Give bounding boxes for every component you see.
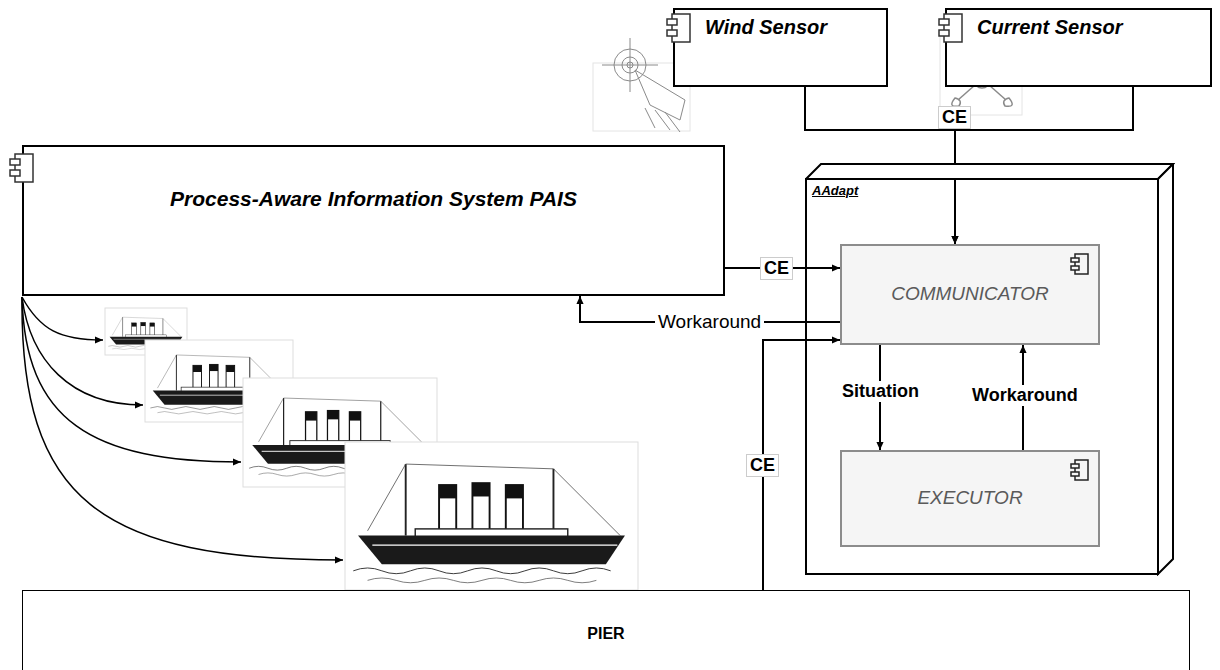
edge-label: Workaround <box>655 311 764 333</box>
node-label: Current Sensor <box>977 14 1123 40</box>
aadapt-box: AAdaptCOMMUNICATOR EXECUTOR <box>805 163 1175 576</box>
pais-box: Process-Aware Information System PAIS <box>22 145 725 296</box>
edge-label: Situation <box>839 381 922 402</box>
node-label: Process-Aware Information System PAIS <box>170 185 577 212</box>
component-symbol <box>666 13 694 43</box>
edge-label: CE <box>746 454 779 477</box>
node-label: PIER <box>587 624 624 645</box>
node-heading: AAdapt <box>812 183 858 200</box>
component-symbol <box>1070 253 1090 277</box>
component-symbol <box>9 153 37 183</box>
inner-box: COMMUNICATOR <box>840 244 1100 345</box>
node-label: COMMUNICATOR <box>891 282 1049 307</box>
node-label: Wind Sensor <box>705 14 827 40</box>
node-label: EXECUTOR <box>917 486 1022 511</box>
edge-label: Workaround <box>969 385 1081 406</box>
sensor-box: Current Sensor <box>945 8 1212 87</box>
sensor-box: Wind Sensor <box>673 8 888 87</box>
edge-label: CE <box>760 257 793 280</box>
component-symbol <box>1070 459 1090 483</box>
component-symbol <box>938 13 966 43</box>
inner-box: EXECUTOR <box>840 450 1100 547</box>
edge-label: CE <box>938 106 971 129</box>
pier-box: PIER <box>22 590 1190 670</box>
